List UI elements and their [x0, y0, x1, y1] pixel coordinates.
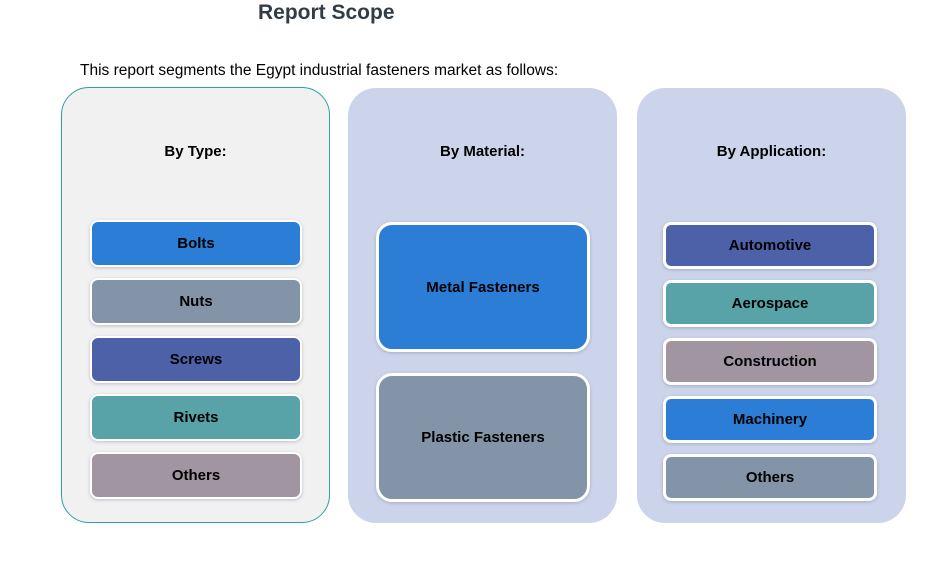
subtitle-text: This report segments the Egypt industria… — [80, 62, 559, 79]
segment-stack-by-material: Metal Fasteners Plastic Fasteners — [376, 222, 590, 502]
panel-heading-by-type: By Type: — [164, 143, 227, 160]
segment-bolts: Bolts — [90, 220, 302, 267]
panel-heading-by-material: By Material: — [439, 143, 526, 160]
segment-others-application: Others — [663, 454, 877, 501]
segment-stack-by-type: Bolts Nuts Screws Rivets Others — [90, 220, 302, 499]
panel-heading-by-application: By Application: — [716, 143, 827, 160]
segment-metal-fasteners: Metal Fasteners — [376, 222, 590, 352]
segment-stack-by-application: Automotive Aerospace Construction Machin… — [663, 222, 877, 501]
segment-others-type: Others — [90, 452, 302, 499]
panel-by-application: By Application: Automotive Aerospace Con… — [637, 88, 906, 523]
segment-screws: Screws — [90, 336, 302, 383]
segment-rivets: Rivets — [90, 394, 302, 441]
segment-construction: Construction — [663, 338, 877, 385]
segment-nuts: Nuts — [90, 278, 302, 325]
segment-machinery: Machinery — [663, 396, 877, 443]
segment-aerospace: Aerospace — [663, 280, 877, 327]
segment-plastic-fasteners: Plastic Fasteners — [376, 373, 590, 502]
panel-by-material: By Material: Metal Fasteners Plastic Fas… — [348, 88, 617, 523]
panel-by-type: By Type: Bolts Nuts Screws Rivets Others — [61, 87, 330, 523]
page-title: Report Scope — [258, 1, 395, 24]
segment-automotive: Automotive — [663, 222, 877, 269]
